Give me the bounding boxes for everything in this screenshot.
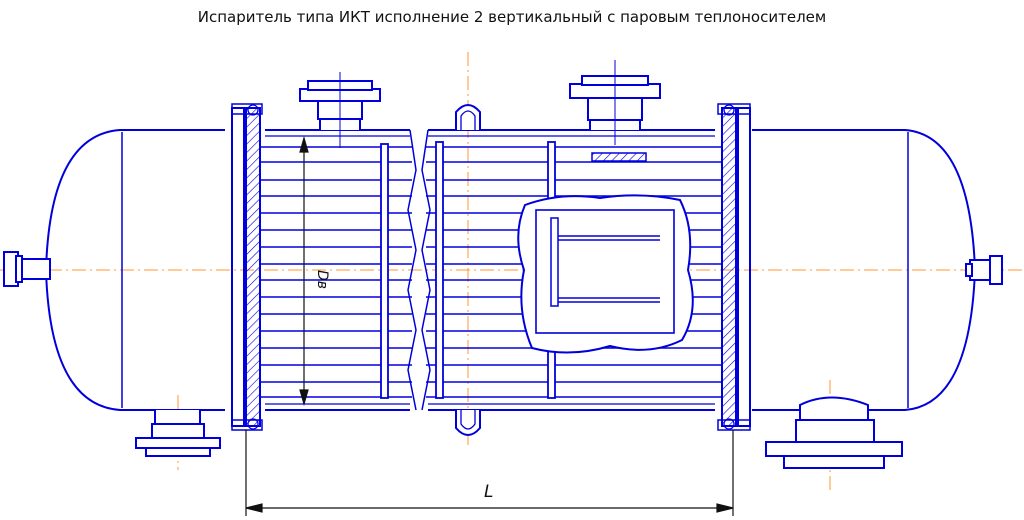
break-line-right xyxy=(421,129,431,411)
break-line-left xyxy=(407,129,417,411)
right-flange-outer xyxy=(737,107,751,427)
length-dimension xyxy=(245,430,734,516)
cutaway-window xyxy=(517,194,694,354)
diameter-dimension xyxy=(299,135,309,407)
nozzle-top-left xyxy=(299,72,381,148)
left-flange-outer xyxy=(231,107,245,427)
top-hatch-plate xyxy=(591,152,647,162)
diagram-title: Испаритель типа ИКТ исполнение 2 вертика… xyxy=(197,8,827,26)
nozzle-bottom-right xyxy=(765,396,903,469)
expansion-joint xyxy=(455,104,481,436)
nozzle-bottom-left xyxy=(135,410,221,457)
length-label: L xyxy=(484,482,493,502)
vessel xyxy=(44,103,977,431)
left-tubesheet xyxy=(245,107,261,427)
nozzle-top-right xyxy=(569,60,661,145)
right-end-fitting xyxy=(965,255,1003,285)
left-end-fitting xyxy=(3,251,51,287)
diameter-label: Dв xyxy=(314,270,330,289)
right-tubesheet xyxy=(721,107,737,427)
